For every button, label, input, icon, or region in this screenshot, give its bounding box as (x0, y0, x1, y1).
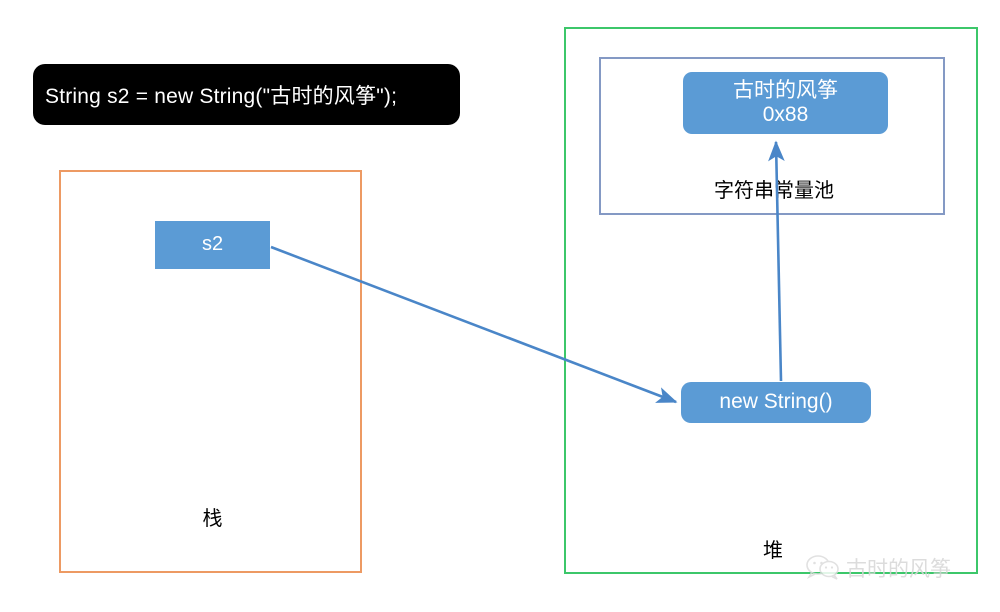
watermark: 古时的风筝 (806, 553, 951, 583)
watermark-text: 古时的风筝 (846, 558, 951, 581)
stack-region-label: 栈 (202, 508, 223, 530)
string-pool-region-label: 字符串常量池 (714, 180, 834, 202)
pool-string-address: 0x88 (762, 103, 809, 126)
heap-new-string-label: new String() (719, 390, 833, 414)
code-callout: String s2 = new String("古时的风筝"); (33, 64, 460, 125)
string-pool-region: 字符串常量池 (599, 57, 945, 215)
wechat-icon (806, 555, 839, 580)
code-callout-text: String s2 = new String("古时的风筝"); (45, 84, 398, 108)
pool-string-node: 古时的风筝 0x88 (683, 72, 888, 134)
stack-variable-s2: s2 (155, 221, 270, 269)
heap-new-string-node: new String() (681, 382, 871, 423)
pool-string-value: 古时的风筝 (733, 78, 838, 102)
heap-region-label: 堆 (763, 540, 783, 562)
stack-variable-s2-label: s2 (201, 233, 224, 256)
